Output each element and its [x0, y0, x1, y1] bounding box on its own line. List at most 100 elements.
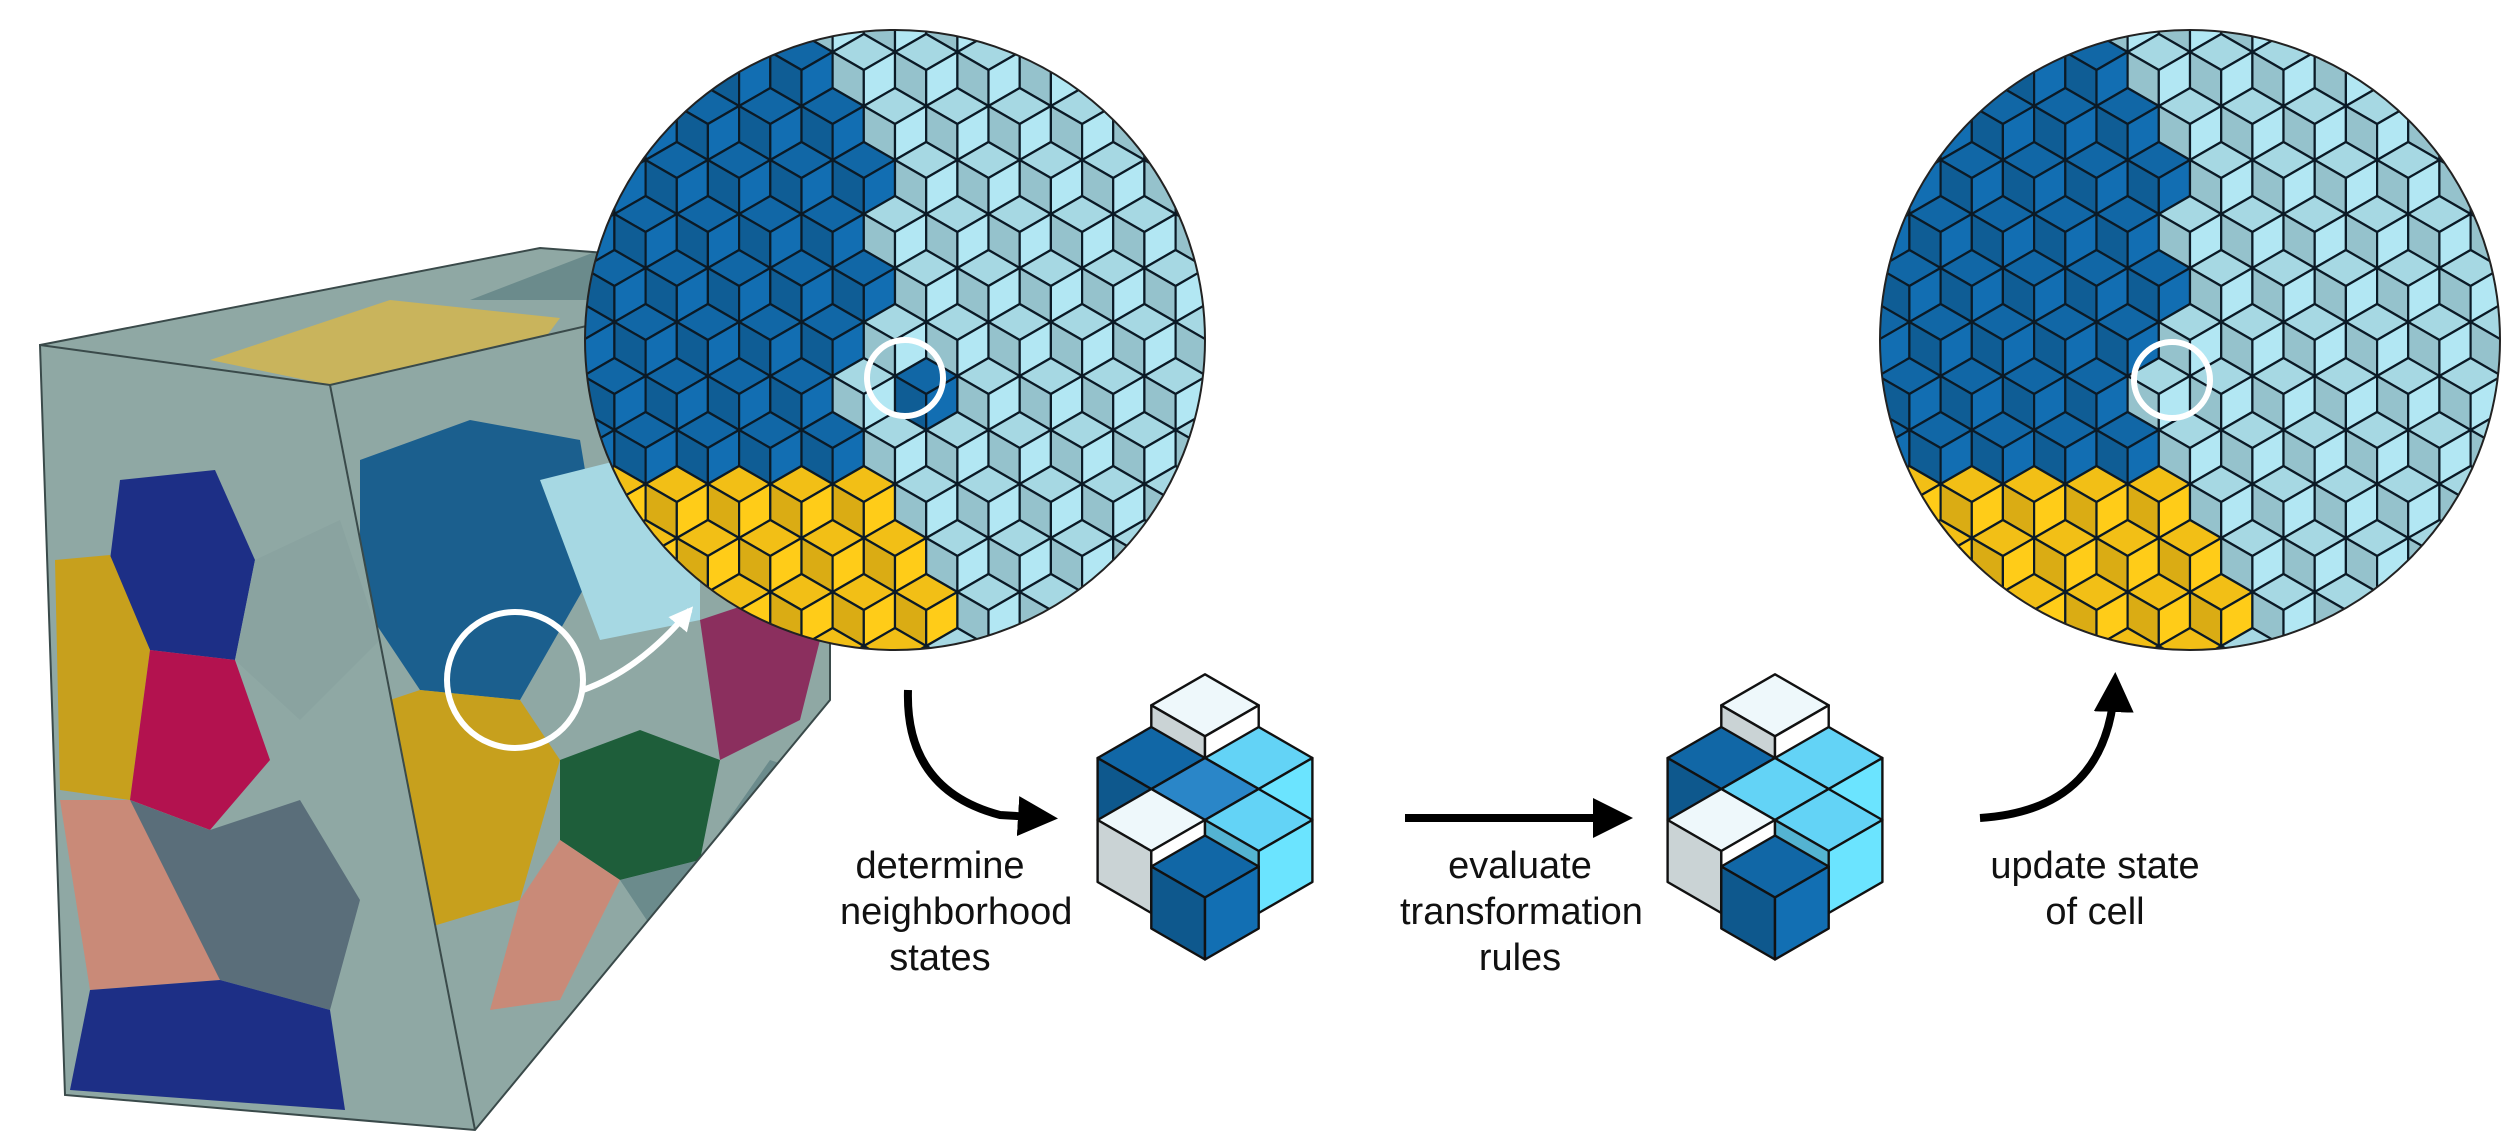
cell-left-face: [1908, 536, 1942, 594]
cell-top-face: [2159, 0, 2221, 16]
cell-left-face: [1847, 538, 1878, 592]
cell-right-face: [2407, 50, 2441, 108]
cell-left-face: [737, 30, 772, 54]
cell-top-face: [864, 0, 926, 16]
cell-right-face: [2159, 700, 2190, 754]
cell-top-face: [2190, 682, 2252, 718]
cell-right-face: [864, 700, 895, 754]
cell-top-face: [1970, 626, 2036, 650]
cell-top-face: [1816, 466, 1878, 502]
cell-right-face: [552, 160, 583, 214]
arrow-update: [1979, 672, 2134, 822]
cell-right-face: [1207, 538, 1238, 592]
cell-right-face: [2221, 700, 2252, 754]
cell-top-face: [802, 0, 864, 16]
neighbor-cube-right: [1203, 865, 1260, 961]
cube-front-face: [40, 345, 475, 1130]
zoom-arrow: [582, 606, 694, 693]
cell-left-face: [2376, 590, 2410, 648]
cell-right-face: [2064, 644, 2098, 650]
cell-left-face: [2032, 30, 2067, 54]
cell-top-face: [2128, 682, 2190, 718]
cell-top-face: [1174, 518, 1205, 558]
cell-right-face: [1080, 30, 1115, 54]
cell-top-face: [989, 0, 1051, 16]
cell-right-face: [1143, 104, 1177, 162]
cell-right-face: [1207, 214, 1238, 268]
cell-right-face: [1112, 50, 1146, 108]
cell-right-face: [1143, 536, 1177, 594]
cell-right-face: [2438, 536, 2472, 594]
cell-top-face: [2034, 0, 2096, 16]
cell-top-face: [833, 682, 895, 718]
cell-right-face: [1880, 104, 1911, 162]
cell-left-face: [2407, 536, 2441, 594]
cell-right-face: [1880, 428, 1911, 486]
cell-top-face: [1051, 0, 1113, 16]
cell-top-face: [2376, 32, 2441, 72]
arrow-to-neighborhood: [903, 689, 1058, 837]
cell-left-face: [833, 700, 864, 754]
cell-top-face: [2407, 86, 2472, 126]
cell-left-face: [2469, 104, 2500, 162]
cell-top-face: [585, 194, 616, 234]
cell-left-face: [675, 30, 710, 54]
target-cell-marker-updated: [2131, 339, 2213, 421]
cell-left-face: [1880, 482, 1911, 540]
cell-left-face: [1847, 322, 1878, 376]
cell-top-face: [1816, 358, 1878, 394]
cell-right-face: [2438, 104, 2472, 162]
cell-left-face: [1816, 376, 1847, 430]
cell-right-face: [1816, 322, 1847, 376]
cell-top-face: [1816, 250, 1878, 286]
cell-top-face: [1080, 32, 1146, 72]
cell-right-face: [1880, 536, 1911, 594]
cell-top-face: [1207, 250, 1269, 286]
cell-left-face: [1174, 536, 1205, 594]
cell-top-face: [739, 0, 801, 16]
cell-right-face: [2188, 644, 2223, 650]
cell-right-face: [2064, 30, 2098, 54]
cell-right-face: [1939, 536, 1973, 594]
cell-left-face: [1847, 106, 1878, 160]
cell-left-face: [2190, 700, 2221, 754]
cell-left-face: [644, 50, 678, 108]
cell-left-face: [1816, 268, 1847, 322]
cell-left-face: [585, 158, 616, 216]
cell-top-face: [1174, 302, 1205, 342]
cell-top-face: [2346, 0, 2408, 16]
cell-right-face: [1847, 268, 1878, 322]
cell-right-face: [1018, 644, 1053, 650]
cell-left-face: [1880, 158, 1911, 216]
cell-top-face: [2469, 518, 2500, 558]
cell-right-face: [1080, 644, 1115, 650]
cell-top-face: [1880, 194, 1911, 234]
cell-left-face: [2032, 644, 2067, 650]
cell-right-face: [2313, 644, 2347, 650]
cell-left-face: [987, 30, 1021, 54]
cell-top-face: [2469, 410, 2500, 450]
cell-right-face: [1018, 30, 1053, 54]
cell-left-face: [1207, 268, 1238, 322]
cell-right-face: [2376, 30, 2410, 54]
step-label-evaluate: evaluate transformation rules: [1400, 845, 1643, 979]
cell-right-face: [2407, 590, 2441, 648]
cell-top-face: [1816, 142, 1878, 178]
cell-top-face: [926, 0, 988, 16]
cell-right-face: [1174, 482, 1205, 540]
cell-right-face: [1238, 160, 1269, 214]
cell-left-face: [1049, 30, 1084, 54]
cell-left-face: [2220, 644, 2254, 650]
cell-right-face: [1207, 322, 1238, 376]
cell-left-face: [1939, 50, 1973, 108]
cell-top-face: [1880, 302, 1911, 342]
cell-top-face: [2221, 0, 2283, 16]
zoom-circle-after: [1816, 0, 2501, 754]
step-label-update: update state of cell: [1990, 845, 2200, 933]
cell-left-face: [1970, 30, 2005, 54]
cell-top-face: [1112, 86, 1177, 126]
cell-left-face: [2469, 428, 2500, 486]
cell-left-face: [613, 104, 647, 162]
cell-right-face: [2251, 644, 2285, 650]
cell-top-face: [1908, 86, 1973, 126]
